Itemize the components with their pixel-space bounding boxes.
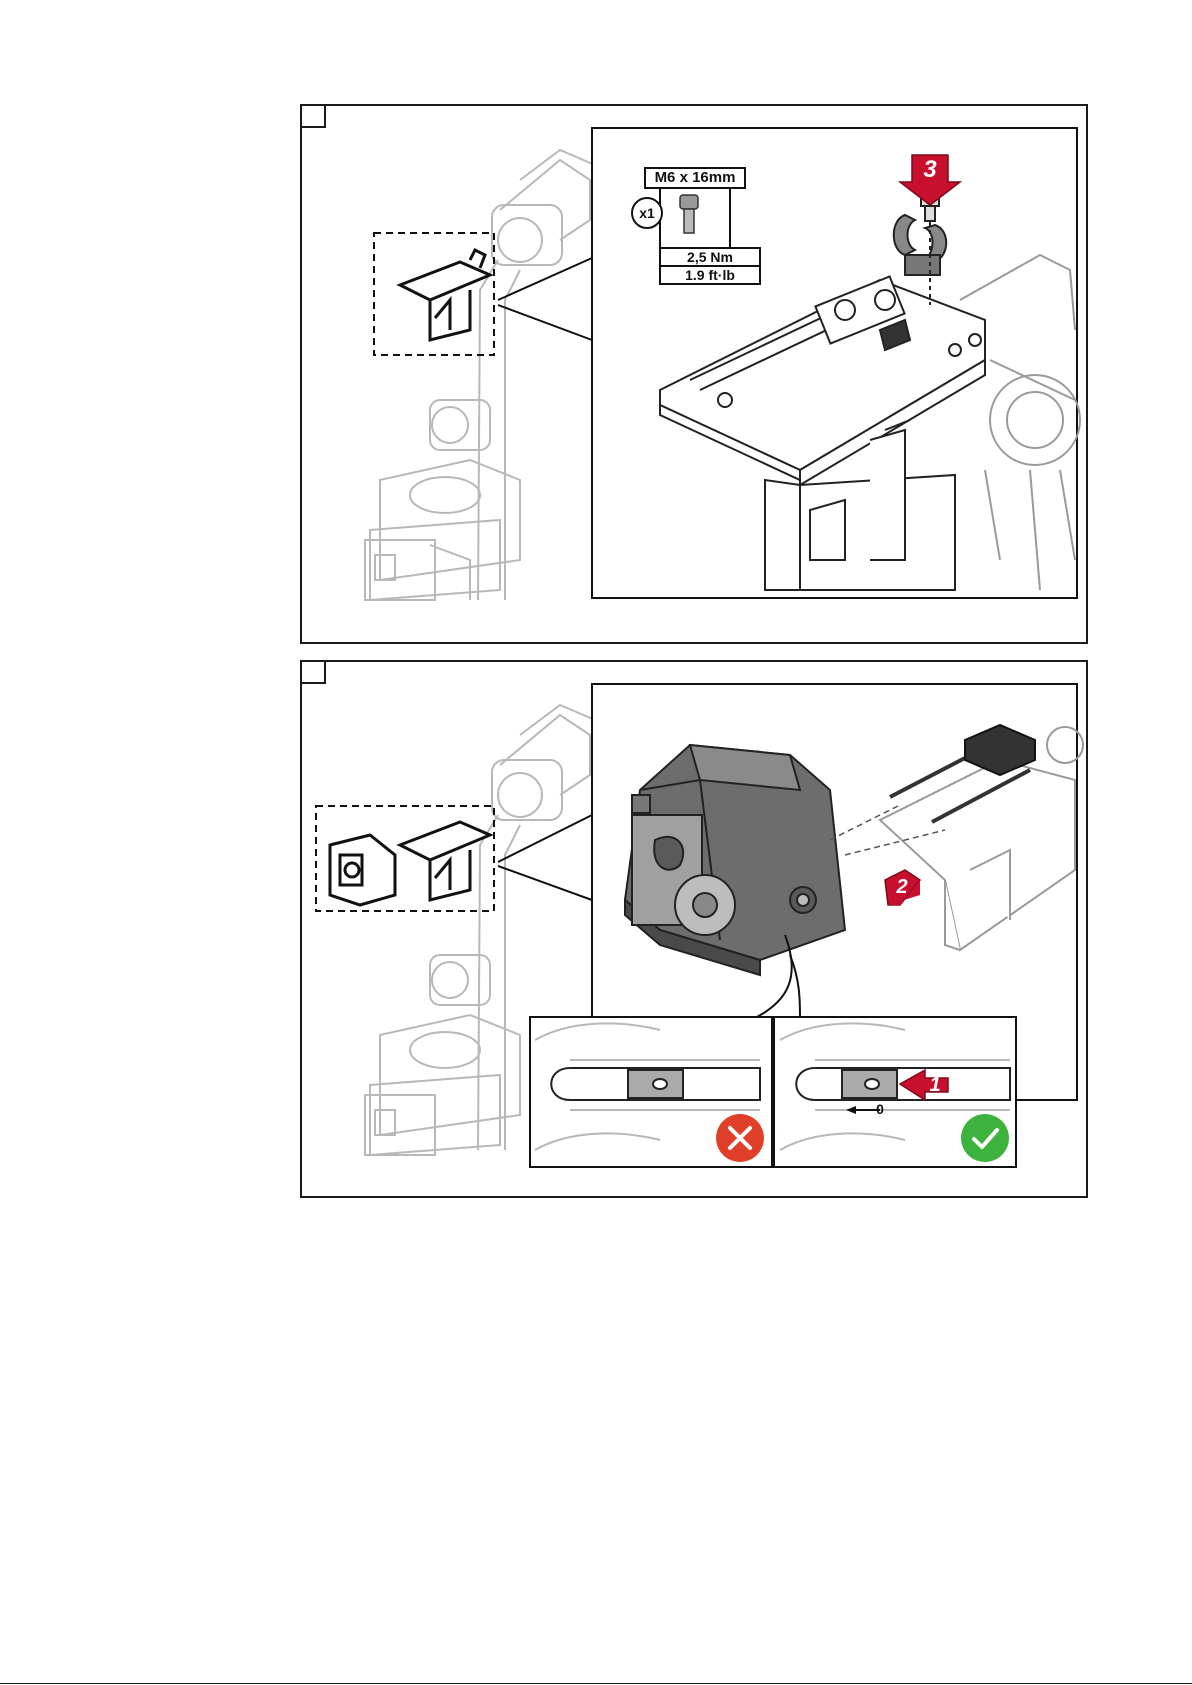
page-footer-rule [0,1683,1192,1684]
step-badge-1: 1 [922,1074,948,1096]
feeder-highlight-small [330,835,395,905]
wire-feeder-drawing [625,745,845,975]
step-number-box-2 [302,662,326,684]
quantity-label: x1 [632,203,662,223]
step-panel-2 [300,660,1088,1198]
detail-right [774,1017,1016,1167]
gap-label: 0 [872,1100,888,1118]
rod-block [965,725,1035,775]
step-number-box-1 [302,106,326,128]
zoom-region-dashed-2 [316,806,494,911]
zoom-frame-2 [592,684,1077,1100]
bracket-highlight-small-2 [400,822,490,900]
torque-metric-label: 2,5 Nm [660,248,760,266]
mount-bracket-zoom-2 [880,727,1083,950]
step-badge-2: 2 [890,874,914,900]
wrong-icon [716,1114,764,1162]
step-badge-3: 3 [914,156,946,184]
check-icon [961,1114,1009,1162]
torque-imperial-label: 1.9 ft·lb [660,266,760,284]
detail-wrong [530,1017,772,1167]
robot-arm-illustration-2 [365,705,595,1155]
guide-rods [890,745,1030,822]
screw-spec-label: M6 x 16mm [645,168,745,188]
